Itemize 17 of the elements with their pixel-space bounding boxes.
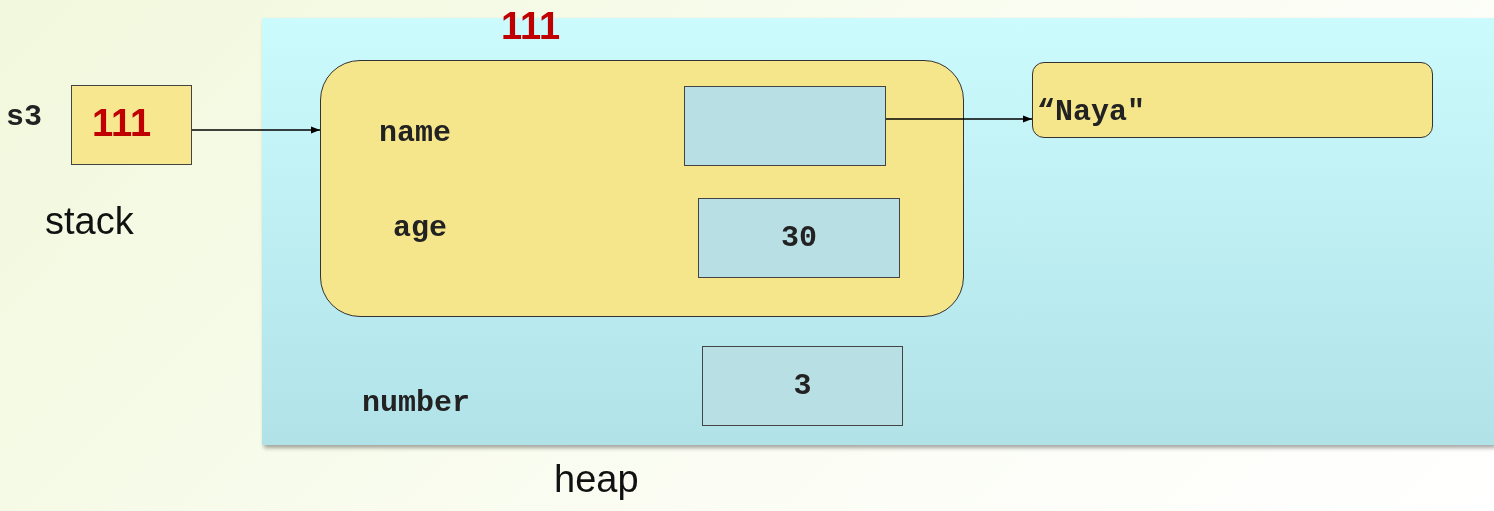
value-field-box [698,198,900,278]
field-value: 3 [793,369,812,403]
field-name: name [379,116,451,150]
region-label: stack [45,200,134,243]
string-object-box [1032,62,1433,138]
field-name: age [393,211,447,245]
value-field-box [702,346,903,426]
field-value: 30 [781,221,817,255]
field-name: number [362,386,471,420]
arrow [191,126,321,134]
reference-field-box [684,86,886,166]
region-label: heap [554,458,639,501]
variable-name: s3 [6,100,42,134]
arrow [885,115,1033,123]
string-value: “Naya" [1037,95,1146,129]
address-label: 111 [501,5,561,48]
address-value: 111 [92,102,152,145]
